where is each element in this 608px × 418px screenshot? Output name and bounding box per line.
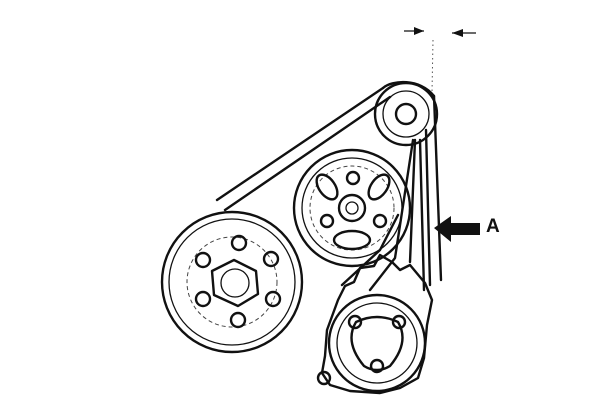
middle-pulley-dashed-ring [309,165,395,251]
tensioner-pulley-inner-ring [336,302,418,384]
middle-pulley [292,148,412,268]
callout-label-a: A [486,216,500,237]
crankshaft-hex-bolt-washer [220,268,250,298]
middle-pulley-right-slot [367,173,391,201]
crankshaft-bolt-upper-right [262,250,280,268]
middle-pulley-lower-slot [332,229,372,251]
idler-pulley-outer-ring [373,81,439,147]
belt-outer-top-run [215,86,385,202]
middle-pulley-left-slot [315,173,339,201]
right-pointing-arrowhead-icon [414,27,424,35]
idler-pulley-inner-ring [382,90,430,138]
belt-right-run-inner [424,128,432,287]
tensioner-bracket-outline [320,253,434,395]
callout-a-arrow [434,216,480,242]
middle-pulley-bolt-top [345,170,361,186]
crankshaft-bolt-lower-left [194,290,212,308]
idler-pulley-hub [394,102,418,126]
middle-pulley-hub [337,193,367,223]
middle-pulley-bolt-right [372,213,388,229]
middle-pulley-outer-ring [292,148,412,268]
left-pointing-callout-arrow-icon [434,216,480,242]
middle-pulley-bore [345,201,359,215]
crankshaft-pulley [160,210,304,354]
crankshaft-bolt-top [230,234,248,252]
drive-belt [215,81,443,292]
bracket-mount-hole [316,370,332,386]
middle-pulley-bolt-left [319,213,335,229]
measure-centerline [431,39,434,93]
left-pointing-arrowhead-icon [452,29,463,37]
crankshaft-bolt-upper-left [194,251,212,269]
deflection-measurement-arrows [404,27,476,93]
crankshaft-bolt-bottom [229,311,247,329]
crankshaft-bolt-lower-right [264,290,282,308]
crankshaft-hex-bolt [210,258,260,308]
crankshaft-pulley-groove-ring [168,218,296,346]
tensioner-bolt-bottom [369,358,385,374]
belt-right-run-fourth [408,138,417,264]
belt-inner-top-run [223,95,392,212]
crankshaft-pulley-dashed-ring [186,236,278,328]
tensioner-assembly [316,253,434,395]
tensioner-bolt-upper-right [391,314,407,330]
crankshaft-pulley-outer-ring [160,210,304,354]
tensioner-pulley-outer-ring [327,293,427,393]
tensioner-triangular-hub [350,315,404,372]
middle-pulley-groove-ring [301,157,403,259]
tensioner-bolt-upper-left [347,314,363,330]
belt-crossing-run [368,138,415,292]
idler-pulley [373,81,439,147]
belt-right-run-third [418,138,426,292]
